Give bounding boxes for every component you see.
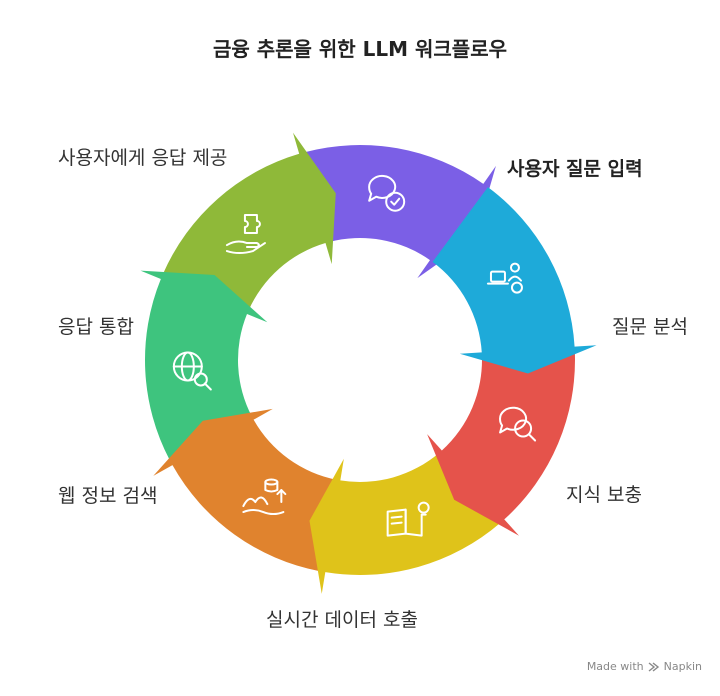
puzzle-hand-icon — [225, 214, 266, 255]
book-lightbulb-icon — [386, 501, 430, 537]
step-arrow-1 — [432, 187, 597, 374]
step-label-user-question: 사용자 질문 입력 — [507, 158, 643, 180]
diagram-title: 금융 추론을 위한 LLM 워크플로우 — [212, 37, 508, 61]
step-arrow-2 — [427, 352, 575, 536]
globe-search-icon — [172, 351, 212, 391]
step-label-realtime-data: 실시간 데이터 호출 — [266, 609, 418, 631]
step-label-response-delivery: 사용자에게 응답 제공 — [58, 147, 228, 169]
napkin-logo-icon — [648, 661, 659, 672]
napkin-brand-text: Napkin — [663, 660, 702, 673]
user-laptop-icon — [486, 262, 523, 294]
step-label-knowledge-supplement: 지식 보충 — [566, 484, 642, 506]
step-label-web-search: 웹 정보 검색 — [58, 485, 158, 507]
footer-attribution: Made with Napkin — [587, 660, 702, 673]
step-label-response-integration: 응답 통합 — [58, 316, 134, 338]
step-arrow-5 — [140, 270, 268, 461]
step-arrow-4 — [153, 408, 338, 572]
made-with-text: Made with — [586, 660, 644, 673]
step-arrow-6 — [163, 132, 336, 312]
chat-check-icon — [368, 174, 406, 212]
step-label-question-analysis: 질문 분석 — [612, 316, 688, 338]
database-arrow-icon — [242, 478, 287, 516]
chat-search-icon — [499, 406, 537, 442]
